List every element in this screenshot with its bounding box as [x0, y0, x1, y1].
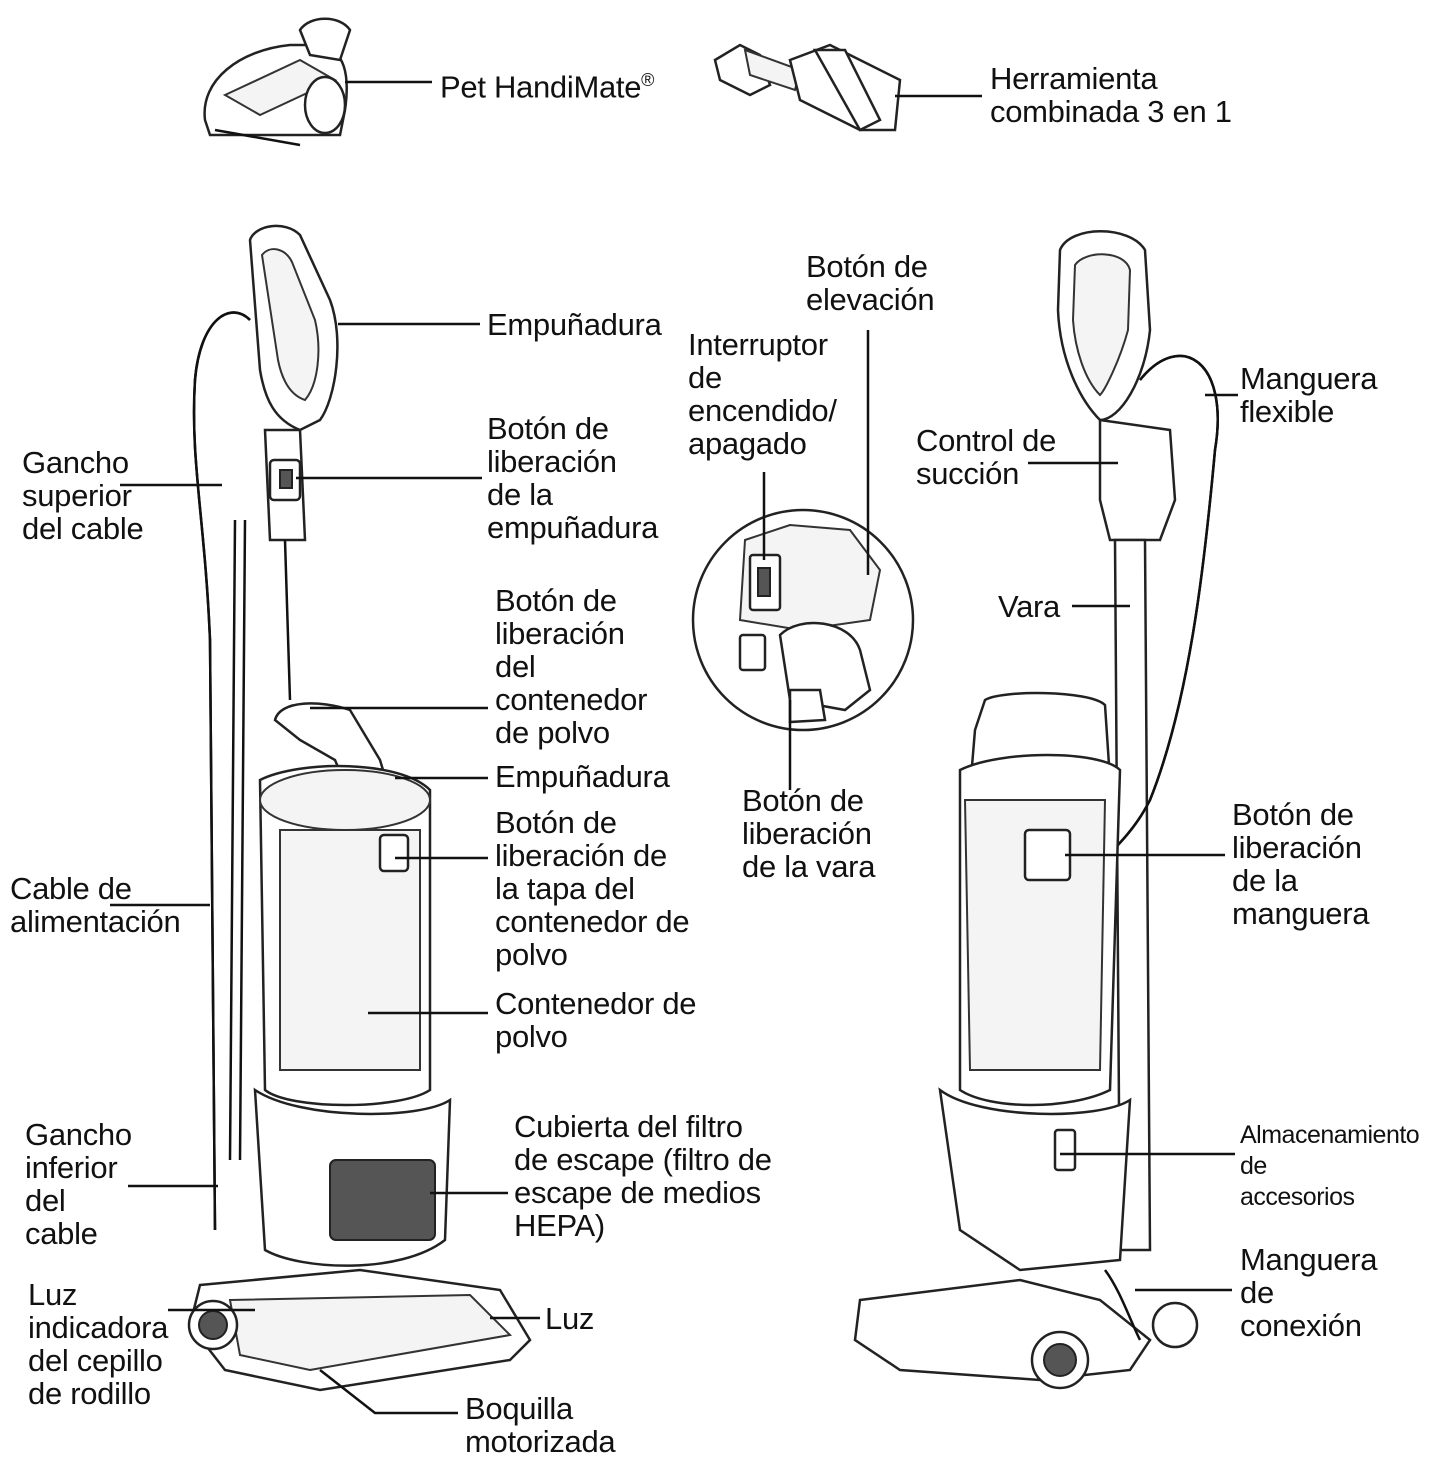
label-cable-alimentacion: Cable de alimentación [10, 871, 181, 939]
label-boton-liberacion-tapa: Botón de liberación de la tapa del conte… [495, 805, 690, 972]
leader-lines [110, 322, 1238, 1415]
label-luz: Luz [545, 1301, 595, 1336]
label-luz-indicadora: Luz indicadora del cepillo de rodillo [28, 1277, 169, 1411]
label-empunadura-bin: Empuñadura [495, 759, 670, 794]
label-gancho-inferior: Gancho inferior del cable [25, 1117, 132, 1251]
label-empunadura-top: Empuñadura [487, 307, 662, 342]
label-pet-handimate: Pet HandiMate® [440, 64, 654, 103]
label-boton-liberacion-vara: Botón de liberación de la vara [742, 783, 876, 884]
label-almacenamiento: Almacenamiento de accesorios [1240, 1121, 1420, 1211]
combination-tool-illustration [713, 43, 982, 132]
label-boton-liberacion-contenedor: Botón de liberación del contenedor de po… [495, 583, 648, 750]
label-control-succion: Control de succión [916, 423, 1057, 491]
label-boquilla: Boquilla motorizada [465, 1391, 616, 1459]
label-herramienta: Herramienta combinada 3 en 1 [990, 61, 1232, 129]
label-cubierta-filtro: Cubierta del filtro de escape (filtro de… [514, 1109, 772, 1243]
front-vacuum-illustration [187, 224, 532, 1392]
leader-boquilla [319, 1369, 458, 1415]
rear-vacuum-illustration [853, 230, 1219, 1390]
label-boton-liberacion-manguera: Botón de liberación de la manguera [1232, 797, 1370, 931]
label-contenedor-polvo: Contenedor de polvo [495, 986, 697, 1054]
label-manguera-flexible: Manguera flexible [1240, 361, 1378, 429]
label-vara: Vara [998, 589, 1060, 624]
label-boton-elevacion: Botón de elevación [806, 249, 935, 317]
zoom-detail-illustration [691, 508, 915, 732]
pet-handimate-illustration [203, 17, 432, 147]
label-interruptor: Interruptor de encendido/ apagado [688, 327, 837, 461]
label-gancho-superior: Gancho superior del cable [22, 445, 144, 546]
registered-mark: ® [641, 70, 655, 90]
label-boton-liberacion-empunadura: Botón de liberación de la empuñadura [487, 411, 659, 545]
label-pet-handimate-text: Pet HandiMate [440, 69, 642, 105]
label-manguera-conexion: Manguera de conexión [1240, 1242, 1378, 1343]
